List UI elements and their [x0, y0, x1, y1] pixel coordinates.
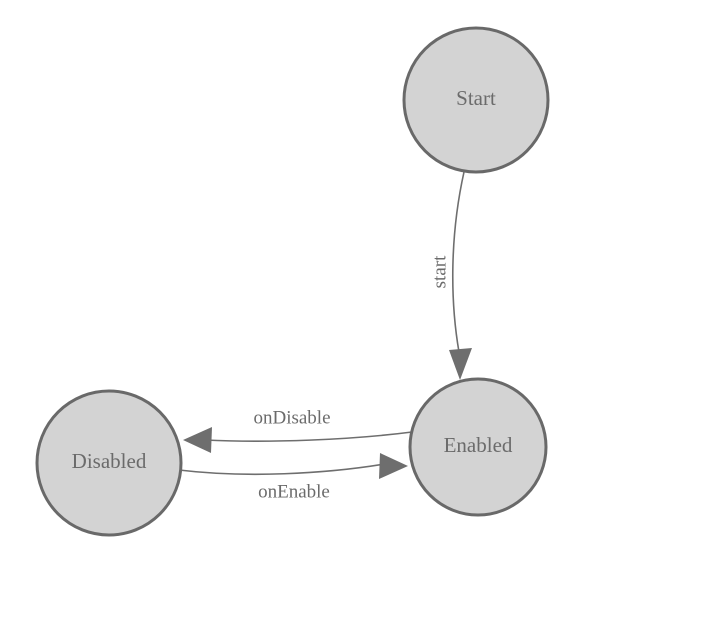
state-node-disabled-label: Disabled	[72, 449, 147, 473]
state-node-enabled-circle	[408, 377, 548, 517]
state-node-enabled-label: Enabled	[444, 433, 513, 457]
transition-disabled-to-enabled-path	[178, 463, 386, 476]
state-node-enabled[interactable]: Enabled	[408, 377, 548, 517]
transition-label-on-enable: onEnable	[258, 481, 330, 502]
state-node-start[interactable]: Start	[402, 26, 550, 174]
transition-start-to-enabled-arrowhead	[449, 348, 472, 380]
transition-enabled-to-disabled-path	[204, 431, 413, 442]
transition-enabled-to-disabled-arrowhead	[183, 427, 212, 453]
transition-disabled-to-enabled[interactable]: onEnable	[178, 453, 408, 502]
transition-enabled-to-disabled[interactable]: onDisable	[183, 407, 413, 453]
transition-label-start: start	[429, 255, 450, 288]
state-node-start-label: Start	[456, 86, 496, 110]
transition-start-to-enabled-path	[451, 171, 465, 353]
transition-disabled-to-enabled-arrowhead	[379, 453, 408, 479]
state-node-start-circle	[402, 26, 550, 174]
transition-start-to-enabled[interactable]: start	[429, 171, 472, 380]
transition-label-on-disable: onDisable	[253, 407, 330, 428]
state-node-disabled-circle	[35, 389, 183, 537]
state-node-disabled[interactable]: Disabled	[35, 389, 183, 537]
